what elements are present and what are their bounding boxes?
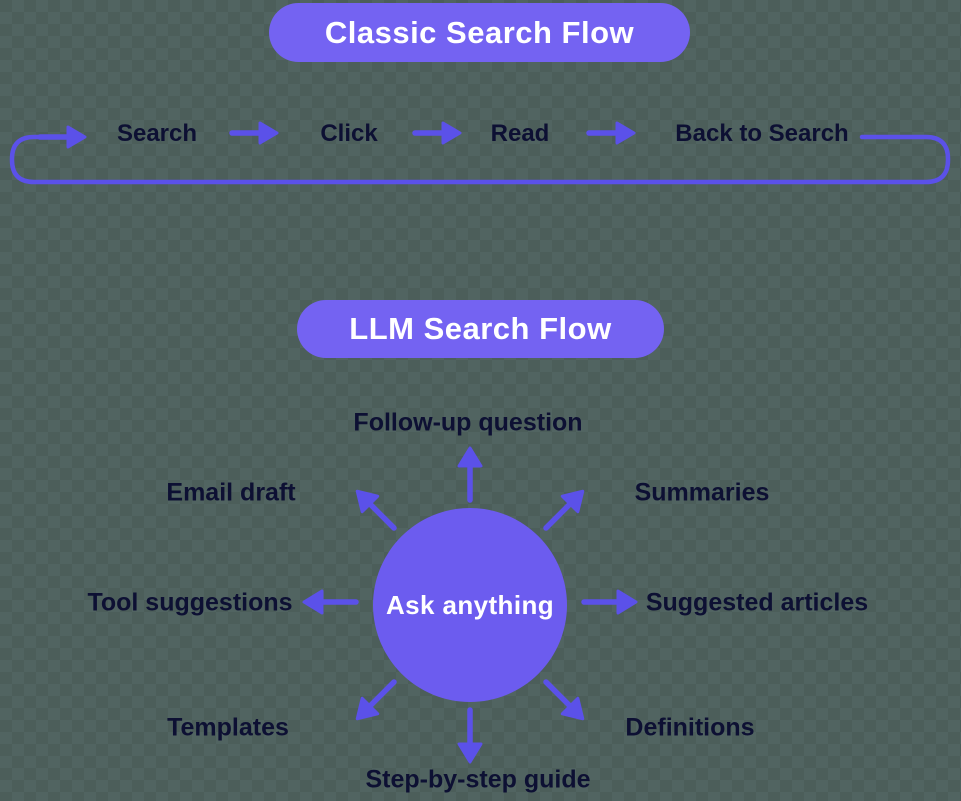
spoke-arrow-left-icon [304,591,356,613]
spoke-label-follow-up-question: Follow-up question [353,408,583,437]
spoke-arrow-down-right-icon [538,674,590,726]
loop-back-arrow [9,127,951,185]
spoke-label-step-by-step-guide: Step-by-step guide [365,765,591,794]
spoke-label-summaries: Summaries [634,478,770,507]
classic-flow-title: Classic Search Flow [269,3,690,62]
spoke-label-definitions: Definitions [625,713,755,742]
classic-step-back-to-search: Back to Search [675,120,849,147]
spoke-label-email-draft: Email draft [166,478,296,507]
ask-anything-label: Ask anything [385,589,555,620]
spoke-arrow-up-left-icon [349,483,401,535]
spoke-arrow-down-left-icon [349,674,401,726]
spoke-arrow-right-icon [584,591,636,613]
step-arrow-2-icon [415,123,460,143]
spoke-label-suggested-articles: Suggested articles [645,588,869,617]
llm-flow-title: LLM Search Flow [297,300,664,358]
spoke-arrow-up-right-icon [538,483,590,535]
classic-step-click: Click [320,120,378,147]
step-arrow-1-icon [232,123,277,143]
spoke-arrow-down-icon [459,710,481,762]
step-arrow-3-icon [589,123,634,143]
spoke-label-tool-suggestions: Tool suggestions [87,588,293,617]
spoke-label-templates: Templates [167,713,289,742]
ask-anything-circle: Ask anything [373,508,567,702]
classic-step-read: Read [490,120,550,147]
classic-step-search: Search [116,120,198,147]
spoke-arrow-up-icon [459,448,481,500]
